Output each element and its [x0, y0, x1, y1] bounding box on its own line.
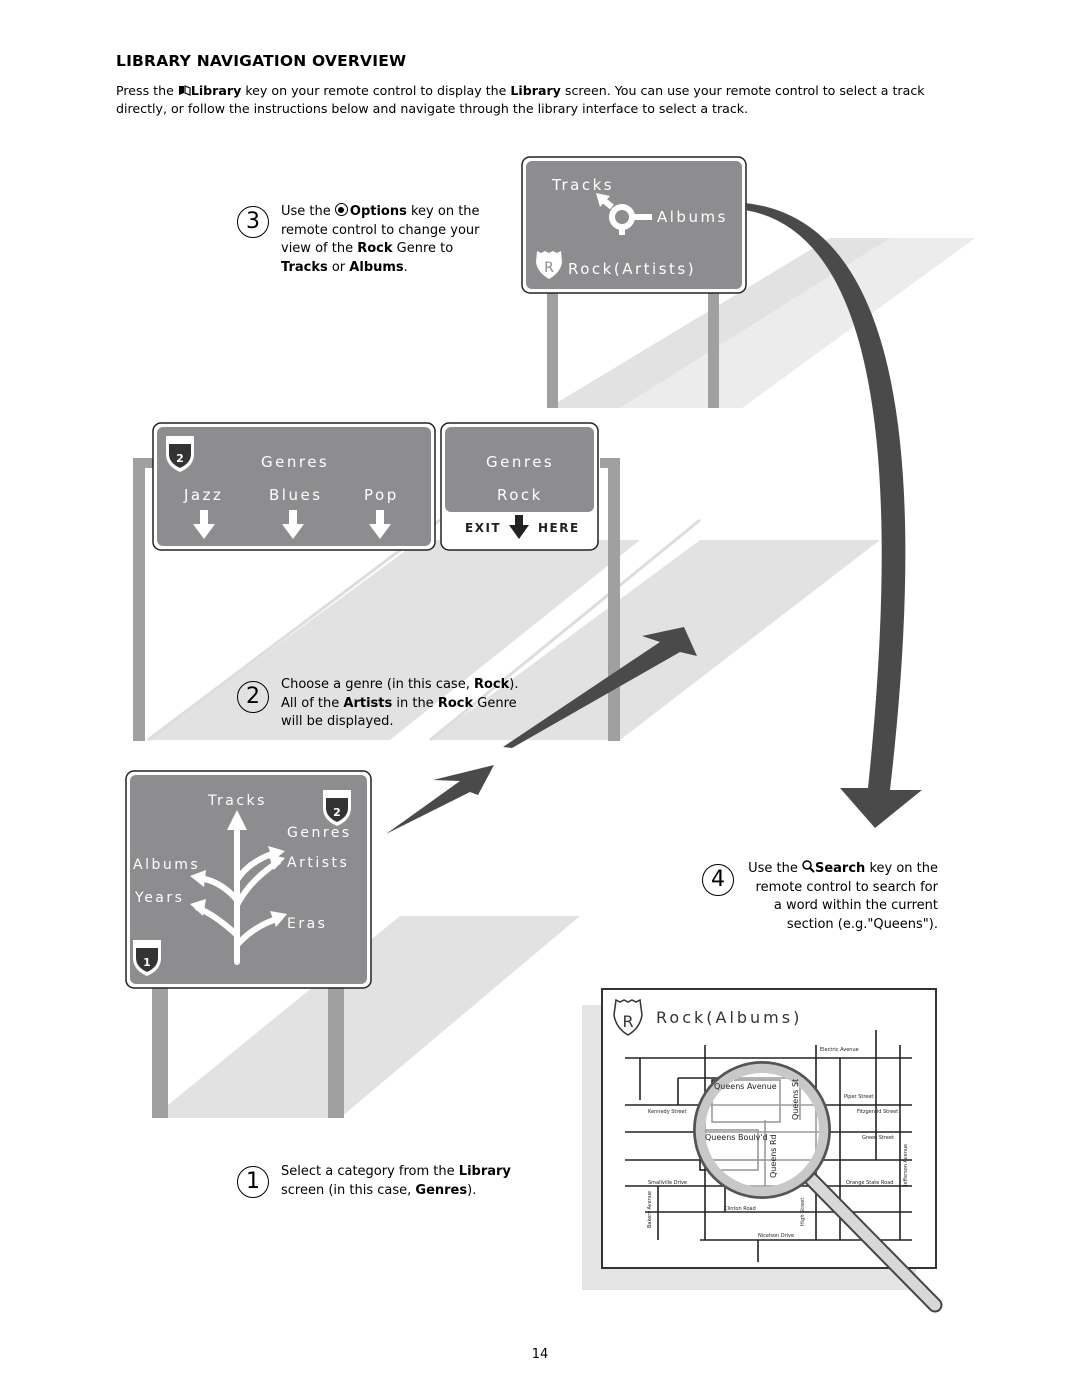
- shield-icon: R: [536, 251, 562, 279]
- sign-pole: [328, 985, 344, 1118]
- street-electric: Electric Avenue: [820, 1047, 859, 1053]
- street-piper: Piper Street: [844, 1094, 873, 1100]
- sign-shadow-genres-left: [148, 540, 640, 740]
- search-map-panel: R Rock(Albums): [582, 988, 943, 1313]
- sign-library: Tracks Genres Albums Artists Years Eras …: [125, 770, 372, 1118]
- sign-label-genres: Genres: [486, 453, 554, 471]
- page-heading: LIBRARY NAVIGATION OVERVIEW: [116, 52, 407, 70]
- svg-text:2: 2: [333, 806, 341, 819]
- step-3-text: Use the Options key on the remote contro…: [281, 203, 480, 275]
- sign-rock-view: Tracks Albums R Rock(Artists): [521, 156, 747, 408]
- step-1-text: Select a category from the Library scree…: [281, 1164, 511, 1198]
- genre-jazz: Jazz: [183, 486, 223, 504]
- step-number-3: 3: [237, 206, 269, 238]
- svg-text:2: 2: [176, 452, 184, 465]
- svg-text:R: R: [544, 260, 554, 276]
- street-queens-st: Queens St: [791, 1079, 800, 1120]
- sign-label-albums: Albums: [657, 208, 728, 226]
- genre-blues: Blues: [269, 486, 323, 504]
- roundabout-icon: [596, 193, 652, 235]
- library-icon: [178, 85, 191, 96]
- svg-text:R: R: [622, 1012, 633, 1031]
- sign-pole: [608, 458, 620, 741]
- svg-text:1: 1: [143, 956, 151, 969]
- sign-shadow-library: [152, 916, 580, 1118]
- sign-pole: [547, 290, 558, 408]
- library-label-tracks: Tracks: [207, 793, 267, 809]
- library-label-artists: Artists: [287, 855, 349, 871]
- magnifier-icon: [693, 1061, 943, 1313]
- sign-pole: [133, 458, 145, 741]
- flow-arrow-top-to-map: [745, 203, 922, 828]
- library-label-years: Years: [134, 890, 184, 906]
- library-label-albums: Albums: [133, 857, 200, 873]
- sign-label-rock-artists: Rock(Artists): [568, 260, 696, 278]
- street-queens-rd: Queens Rd: [769, 1134, 778, 1178]
- sign-genres-list: 2 Genres Jazz Blues Pop: [133, 422, 620, 741]
- street-bakers: Bakers Avenue: [647, 1191, 653, 1228]
- page-number: 14: [531, 1347, 549, 1362]
- options-icon: [334, 203, 348, 216]
- sign-label-tracks: Tracks: [551, 176, 614, 194]
- flow-arrow-genres-to-top: [503, 627, 697, 748]
- street-smallville: Smallville Drive: [648, 1180, 687, 1186]
- street-high: High Street: [800, 1198, 806, 1226]
- street-queens-ave: Queens Avenue: [714, 1082, 777, 1091]
- street-jefferson: Jefferson Avenue: [903, 1144, 909, 1187]
- map-title: Rock(Albums): [656, 1008, 802, 1027]
- interstate-shield-icon: 1: [133, 940, 161, 976]
- street-green: Green Street: [862, 1135, 894, 1141]
- here-label: HERE: [538, 521, 580, 535]
- exit-label: EXIT: [465, 521, 501, 535]
- sign-label-genres: Genres: [261, 453, 329, 471]
- intro-paragraph: Press the Library key on your remote con…: [116, 83, 925, 116]
- arrow-icon: [193, 510, 391, 539]
- genre-pop: Pop: [364, 486, 399, 504]
- interstate-shield-icon: 2: [323, 790, 351, 826]
- street-kennedy: Kennedy Street: [648, 1109, 686, 1115]
- library-label-eras: Eras: [287, 916, 327, 932]
- interstate-shield-icon: 2: [166, 436, 194, 472]
- exit-arrow-icon: [509, 515, 529, 539]
- street-queens-blvd: Queens Boulv'd: [705, 1133, 768, 1142]
- flow-arrow-library-to-genres: [386, 765, 494, 834]
- step-number-4: 4: [702, 864, 734, 896]
- street-nicelson: Nicelson Drive: [758, 1233, 794, 1239]
- search-icon: [802, 860, 815, 873]
- street-orange-state: Orange State Road: [846, 1180, 893, 1186]
- step-2-text: Choose a genre (in this case, Rock). All…: [281, 677, 519, 729]
- street-clinton: Clinton Road: [724, 1206, 756, 1212]
- genre-rock: Rock: [497, 486, 543, 504]
- step-number-2: 2: [237, 681, 269, 713]
- step-number-1: 1: [237, 1166, 269, 1198]
- street-fitzgerald: Fitzgerald Street: [857, 1109, 898, 1115]
- sign-pole: [152, 985, 168, 1118]
- library-label-genres: Genres: [287, 825, 352, 841]
- sign-pole: [708, 290, 719, 408]
- sign-genre-rock: Genres Rock EXIT HERE: [440, 422, 599, 551]
- step-4-text: Use the Search key on the remote control…: [748, 860, 938, 932]
- shield-icon: R: [613, 998, 643, 1036]
